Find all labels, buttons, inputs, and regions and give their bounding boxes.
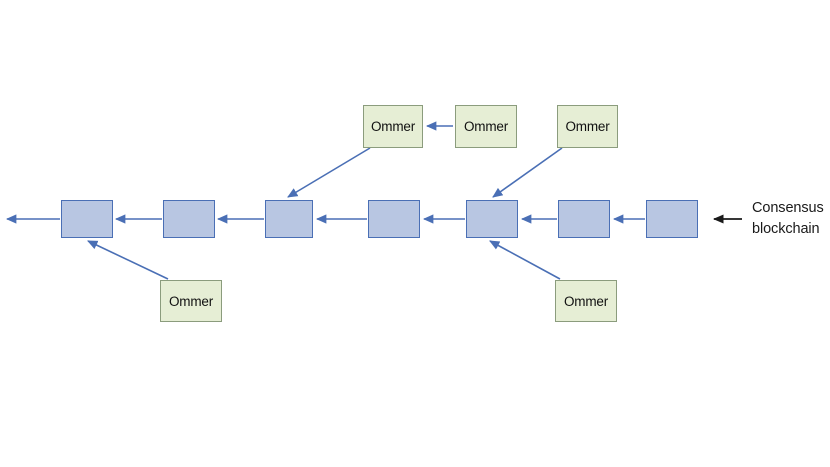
arrow-ommer-top3-to-block5 xyxy=(492,147,563,198)
block-3[interactable] xyxy=(265,200,313,238)
ommer-bottom-1[interactable]: Ommer xyxy=(160,280,222,322)
ommer-top-2[interactable]: Ommer xyxy=(455,105,517,148)
block-6[interactable] xyxy=(558,200,610,238)
consensus-blockchain-label-line2: blockchain xyxy=(752,221,820,238)
block-7[interactable] xyxy=(646,200,698,238)
arrow-ommer-bottom1-to-block1 xyxy=(87,240,169,280)
ommer-top-3[interactable]: Ommer xyxy=(557,105,618,148)
block-1[interactable] xyxy=(61,200,113,238)
ommer-top-1[interactable]: Ommer xyxy=(363,105,423,148)
block-5[interactable] xyxy=(466,200,518,238)
block-4[interactable] xyxy=(368,200,420,238)
consensus-blockchain-label: Consensus blockchain xyxy=(752,198,824,240)
arrow-ommer-bottom2-to-block5 xyxy=(489,240,561,280)
block-2[interactable] xyxy=(163,200,215,238)
ommer-bottom-2[interactable]: Ommer xyxy=(555,280,617,322)
consensus-blockchain-label-line1: Consensus xyxy=(752,200,824,216)
arrow-ommer-top1-to-block3 xyxy=(287,147,371,198)
